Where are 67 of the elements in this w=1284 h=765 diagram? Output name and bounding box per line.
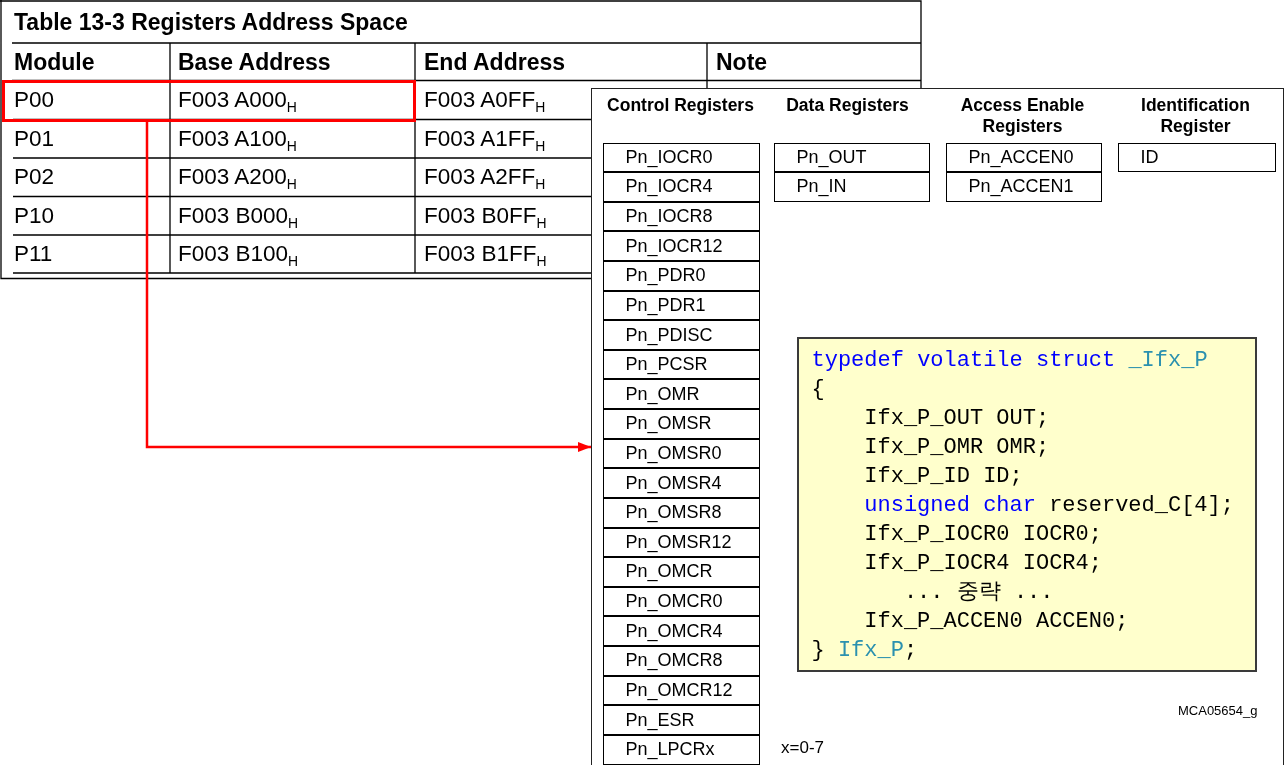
register-box: Pn_LPCRx xyxy=(602,734,760,765)
register-box: Pn_PDISC xyxy=(602,320,760,350)
register-box: Pn_IOCR0 xyxy=(602,142,760,173)
address-value: F003 A000$_{H}$ xyxy=(178,87,297,113)
code-line: Ifx_P_OUT OUT; xyxy=(864,405,1050,433)
address-value: F003 B0FF$_{H}$ xyxy=(424,202,547,229)
column-heading: Data Registers xyxy=(786,95,909,116)
footnote: x=0-7 xyxy=(781,738,824,758)
register-box: Pn_ESR xyxy=(602,705,760,735)
code-block xyxy=(796,336,1257,672)
register-box: ID xyxy=(1117,142,1276,172)
register-box: Pn_IOCR4 xyxy=(602,172,760,202)
register-box: Pn_OMCR0 xyxy=(602,586,760,617)
column-heading: Control Registers xyxy=(607,95,754,116)
register-box: Pn_IN xyxy=(773,172,930,202)
module-name: P10 xyxy=(14,202,55,229)
code-line: ... 중략 ... xyxy=(903,579,1054,607)
code-line: } Ifx_P; xyxy=(811,637,918,665)
register-box: Pn_OMCR xyxy=(602,557,760,587)
register-box: Pn_OMR xyxy=(602,379,760,410)
code-line: { xyxy=(811,376,825,404)
register-box: Pn_ACCEN0 xyxy=(945,142,1102,172)
address-value: F003 A0FF$_{H}$ xyxy=(424,87,546,113)
register-box: Pn_OMSR xyxy=(602,409,760,439)
module-name: P02 xyxy=(14,164,55,190)
code-line: typedef volatile struct _Ifx_P xyxy=(811,347,1208,375)
column-heading: Identification Register xyxy=(1140,95,1251,137)
register-box: Pn_OMSR0 xyxy=(602,438,760,469)
register-box: Pn_OMSR4 xyxy=(602,468,760,498)
address-value: F003 A200$_{H}$ xyxy=(178,164,297,190)
arrow xyxy=(145,122,591,452)
address-value: F003 B000$_{H}$ xyxy=(178,202,299,229)
column-header: Module xyxy=(14,48,95,75)
code-line: Ifx_P_OMR OMR; xyxy=(864,434,1050,462)
code-line: Ifx_P_IOCR4 IOCR4; xyxy=(864,550,1102,578)
code-line: unsigned char reserved_C[4]; xyxy=(864,492,1234,520)
register-box: Pn_PDR1 xyxy=(602,290,760,321)
register-map-panel xyxy=(591,88,1284,765)
register-box: Pn_OMSR8 xyxy=(602,497,760,528)
highlight-frame xyxy=(2,80,416,122)
module-name: P01 xyxy=(14,125,55,152)
address-value: F003 B100$_{H}$ xyxy=(178,241,299,267)
register-box: Pn_OMCR12 xyxy=(602,675,760,706)
column-heading: Access Enable Registers xyxy=(959,95,1086,137)
register-box: Pn_ACCEN1 xyxy=(945,172,1102,202)
code-line: Ifx_P_ID ID; xyxy=(864,463,1023,491)
module-name: P11 xyxy=(14,241,53,267)
register-box: Pn_PDR0 xyxy=(602,260,760,291)
register-box: Pn_OMCR8 xyxy=(602,646,760,676)
figure-id: MCA05654_g xyxy=(1178,703,1258,719)
register-box: Pn_IOCR8 xyxy=(602,201,760,232)
table-title: Table 13-3 Registers Address Space xyxy=(14,8,408,36)
column-header: Base Address xyxy=(178,48,331,75)
register-box: Pn_OUT xyxy=(773,142,930,172)
register-box: Pn_PCSR xyxy=(602,349,760,380)
register-box: Pn_OMSR12 xyxy=(602,527,760,558)
register-box: Pn_IOCR12 xyxy=(602,231,760,261)
address-value: F003 A1FF$_{H}$ xyxy=(424,125,546,152)
code-line: Ifx_P_ACCEN0 ACCEN0; xyxy=(864,608,1129,636)
address-value: F003 A100$_{H}$ xyxy=(178,125,297,152)
code-line: Ifx_P_IOCR0 IOCR0; xyxy=(864,521,1102,549)
register-box: Pn_OMCR4 xyxy=(602,616,760,646)
column-header: End Address xyxy=(424,48,565,75)
address-value: F003 B1FF$_{H}$ xyxy=(424,241,547,267)
module-name: P00 xyxy=(14,87,55,113)
column-header: Note xyxy=(716,48,768,75)
address-value: F003 A2FF$_{H}$ xyxy=(424,164,546,190)
